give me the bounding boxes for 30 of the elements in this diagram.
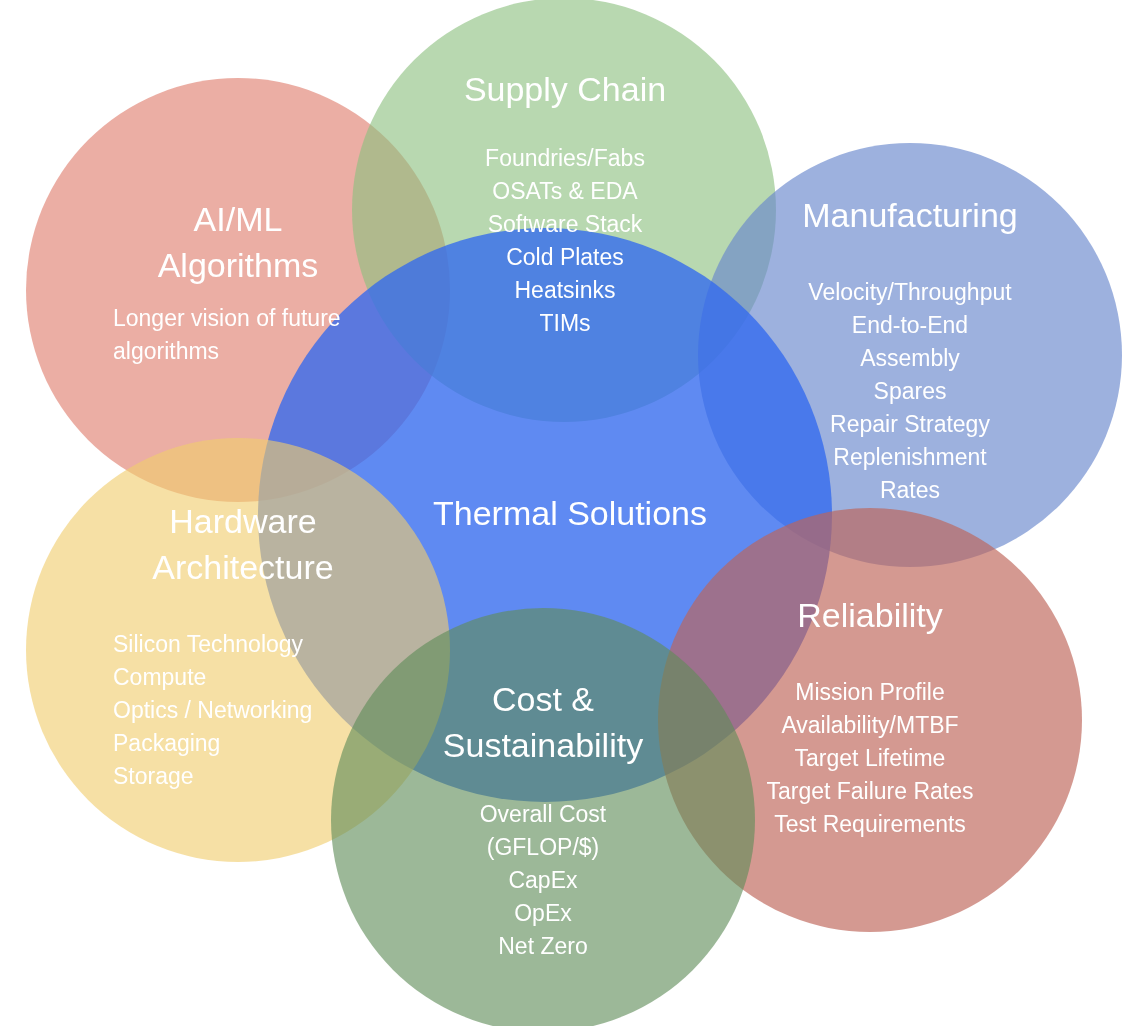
list-item: Spares — [872, 377, 948, 406]
list-item: CapEx — [507, 866, 579, 895]
list-item: TIMs — [538, 309, 592, 338]
list-item: Test Requirements — [773, 810, 967, 839]
list-item: Cold Plates — [505, 243, 625, 272]
list-item: Compute — [113, 663, 208, 692]
circle-title: Cost & Sustainability — [441, 679, 645, 766]
list-item: Repair Strategy — [829, 410, 991, 439]
circle-title: Reliability — [796, 595, 944, 636]
list-item: Storage — [113, 762, 195, 791]
circle-title: AI/ML Algorithms — [156, 199, 320, 286]
description-text: Longer vision of future algorithms — [113, 304, 342, 366]
list-item: Overall Cost (GFLOP/$) — [478, 800, 608, 862]
circle-title: Supply Chain — [462, 69, 668, 110]
list-item: OpEx — [513, 899, 573, 928]
list-item: Packaging — [113, 729, 222, 758]
list-item: Target Lifetime — [793, 744, 947, 773]
circle-title: Manufacturing — [801, 195, 1019, 236]
list-item: End-to-End Assembly — [850, 311, 970, 373]
list-item: Velocity/Throughput — [807, 278, 1013, 307]
circle-title: Thermal Solutions — [432, 493, 708, 534]
list-item: Heatsinks — [513, 276, 617, 305]
list-item: Replenishment Rates — [832, 443, 988, 505]
list-item: Availability/MTBF — [780, 711, 960, 740]
list-item: OSATs & EDA — [491, 177, 639, 206]
list-item: Foundries/Fabs — [484, 144, 646, 173]
list-item: Mission Profile — [794, 678, 946, 707]
list-item: Net Zero — [497, 932, 589, 961]
list-item: Target Failure Rates — [765, 777, 975, 806]
list-item: Optics / Networking — [113, 696, 314, 725]
